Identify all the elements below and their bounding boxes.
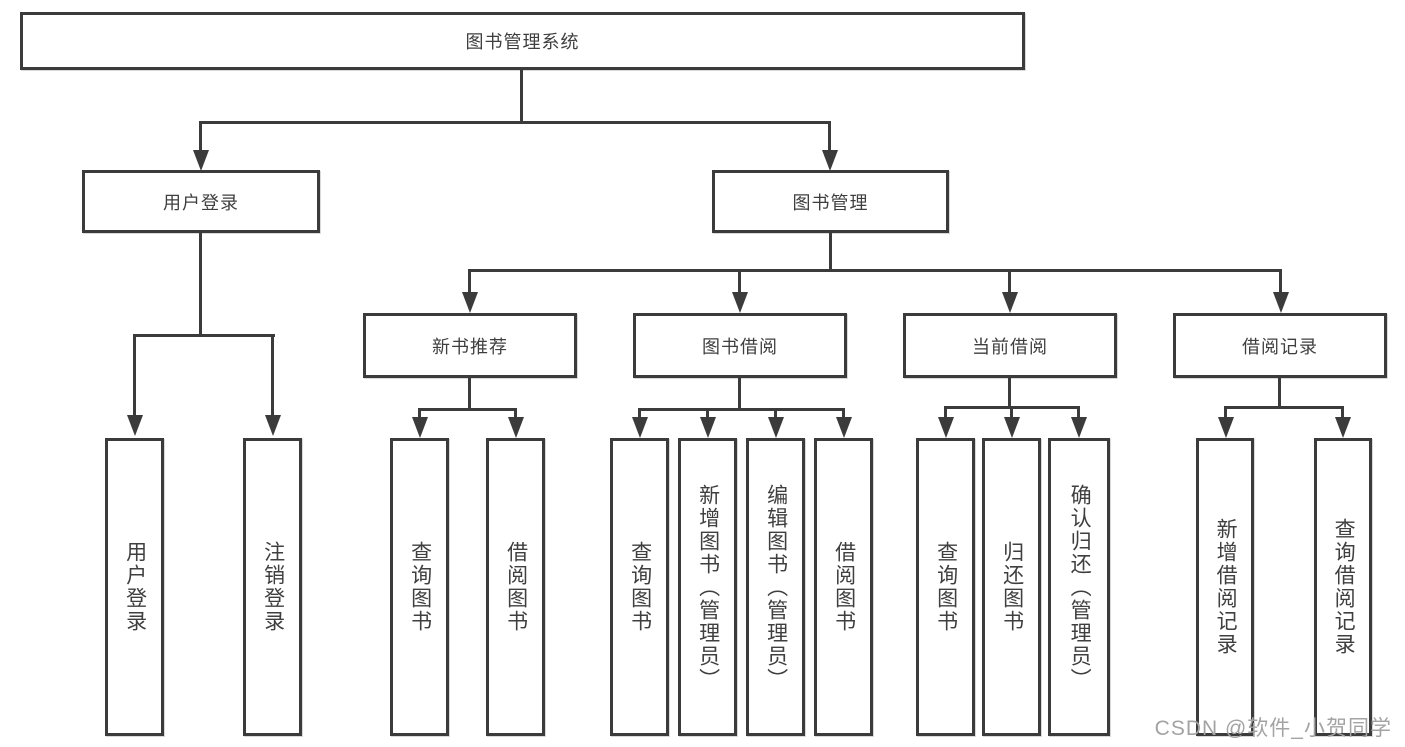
leaf-query-books-recommend-label: 查询图书 xyxy=(408,541,432,633)
arrow-down-icon xyxy=(700,417,716,438)
arrow-down-icon xyxy=(732,292,748,313)
arrow-down-icon xyxy=(1002,292,1018,313)
connector-line xyxy=(1278,378,1281,409)
arrow-down-icon xyxy=(768,417,784,438)
connector-line xyxy=(271,334,274,415)
connector-line xyxy=(1008,269,1011,293)
node-user-login: 用户登录 xyxy=(82,170,320,233)
leaf-query-books-borrow: 查询图书 xyxy=(610,438,669,736)
leaf-logout-label: 注销登录 xyxy=(261,541,285,633)
node-current-borrow-label: 当前借阅 xyxy=(972,336,1048,357)
leaf-borrow-books-recommend-label: 借阅图书 xyxy=(504,541,528,633)
connector-line xyxy=(418,408,517,411)
arrow-down-icon xyxy=(1273,292,1289,313)
leaf-query-books-current-label: 查询图书 xyxy=(934,541,958,633)
arrow-down-icon xyxy=(193,150,209,171)
connector-line xyxy=(828,121,831,152)
arrow-down-icon xyxy=(836,417,852,438)
connector-line xyxy=(1224,406,1344,409)
leaf-edit-books-admin-label: 编辑图书（管理员） xyxy=(764,483,788,691)
leaf-add-borrow-record: 新增借阅记录 xyxy=(1196,438,1254,736)
node-borrow-records: 借阅记录 xyxy=(1173,313,1387,378)
connector-line xyxy=(468,269,1282,272)
leaf-query-books-borrow-label: 查询图书 xyxy=(628,541,652,633)
connector-line xyxy=(842,408,845,418)
connector-line xyxy=(133,334,136,415)
node-new-book-recommend: 新书推荐 xyxy=(363,313,577,378)
leaf-borrow-books-recommend: 借阅图书 xyxy=(486,438,545,736)
leaf-return-books: 归还图书 xyxy=(982,438,1041,736)
connector-line xyxy=(199,121,202,152)
arrow-down-icon xyxy=(1218,417,1234,438)
node-current-borrow: 当前借阅 xyxy=(903,313,1117,378)
arrow-down-icon xyxy=(127,415,143,436)
leaf-add-books-admin: 新增图书（管理员） xyxy=(678,438,737,736)
arrow-down-icon xyxy=(822,150,838,171)
connector-line xyxy=(829,233,832,272)
leaf-add-borrow-record-label: 新增借阅记录 xyxy=(1214,518,1238,656)
node-borrow-records-label: 借阅记录 xyxy=(1242,336,1318,357)
connector-line xyxy=(514,408,517,418)
node-root-label: 图书管理系统 xyxy=(465,32,580,52)
leaf-borrow-books: 借阅图书 xyxy=(814,438,873,736)
leaf-query-books-current: 查询图书 xyxy=(916,438,975,736)
connector-line xyxy=(1224,406,1227,418)
connector-line xyxy=(706,408,709,418)
leaf-user-login: 用户登录 xyxy=(105,438,164,736)
leaf-query-books-recommend: 查询图书 xyxy=(390,438,449,736)
node-book-borrow-label: 图书借阅 xyxy=(702,336,778,357)
node-user-login-label: 用户登录 xyxy=(163,192,239,213)
leaf-add-books-admin-label: 新增图书（管理员） xyxy=(696,483,720,691)
connector-line xyxy=(520,70,523,123)
connector-line xyxy=(774,408,777,418)
connector-line xyxy=(199,233,202,337)
leaf-edit-books-admin: 编辑图书（管理员） xyxy=(746,438,805,736)
connector-line xyxy=(1077,406,1080,418)
connector-line xyxy=(199,121,830,124)
arrow-down-icon xyxy=(265,415,281,436)
connector-line xyxy=(468,269,471,293)
node-new-book-recommend-label: 新书推荐 xyxy=(432,336,508,357)
connector-line xyxy=(638,408,641,418)
connector-line xyxy=(1008,378,1011,409)
csdn-watermark: CSDN @软件_小贺同学 xyxy=(1154,717,1392,740)
leaf-return-books-label: 归还图书 xyxy=(1000,541,1024,633)
connector-line xyxy=(468,378,471,411)
arrow-down-icon xyxy=(632,417,648,438)
connector-line xyxy=(418,408,421,418)
leaf-confirm-return-admin: 确认归还（管理员） xyxy=(1048,438,1110,736)
leaf-confirm-return-admin-label: 确认归还（管理员） xyxy=(1068,483,1092,691)
leaf-borrow-books-label: 借阅图书 xyxy=(832,541,856,633)
arrow-down-icon xyxy=(1071,417,1087,438)
arrow-down-icon xyxy=(1004,417,1020,438)
node-book-management: 图书管理 xyxy=(712,170,949,233)
arrow-down-icon xyxy=(1335,417,1351,438)
arrow-down-icon xyxy=(508,417,524,438)
connector-line xyxy=(1341,406,1344,418)
connector-line xyxy=(738,378,741,411)
leaf-logout: 注销登录 xyxy=(243,438,302,736)
node-root: 图书管理系统 xyxy=(20,12,1025,70)
connector-line xyxy=(1010,406,1013,418)
node-book-borrow: 图书借阅 xyxy=(633,313,847,378)
leaf-user-login-label: 用户登录 xyxy=(123,541,147,633)
connector-line xyxy=(738,269,741,293)
arrow-down-icon xyxy=(412,417,428,438)
arrow-down-icon xyxy=(938,417,954,438)
leaf-query-borrow-record-label: 查询借阅记录 xyxy=(1332,518,1356,656)
node-book-management-label: 图书管理 xyxy=(792,192,869,213)
connector-line xyxy=(638,408,844,411)
connector-line xyxy=(133,334,275,337)
connector-line xyxy=(1279,269,1282,293)
arrow-down-icon xyxy=(462,292,478,313)
connector-line xyxy=(944,406,947,418)
leaf-query-borrow-record: 查询借阅记录 xyxy=(1314,438,1372,736)
